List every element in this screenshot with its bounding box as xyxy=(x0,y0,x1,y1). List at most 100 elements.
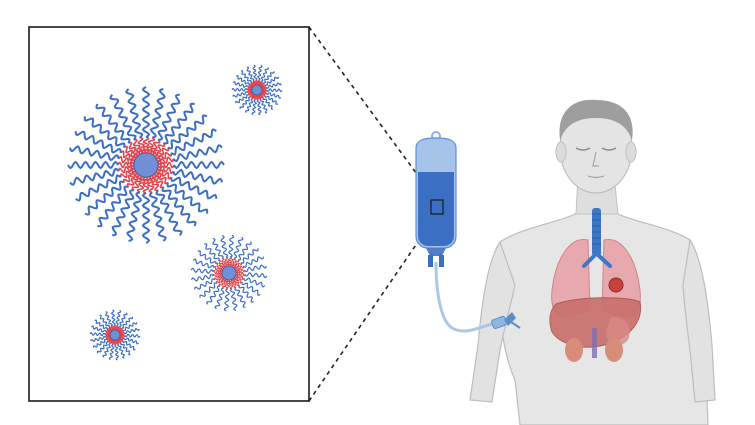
hydrophobic-chain xyxy=(104,334,111,339)
hydrophilic-chain xyxy=(99,314,110,328)
hydrophobic-chain xyxy=(228,279,234,290)
hydrophobic-chain xyxy=(224,256,230,267)
hydrophilic-chain xyxy=(264,95,279,105)
patient-figure xyxy=(469,99,716,425)
hydrophobic-chain xyxy=(250,81,255,87)
hydrophilic-chain xyxy=(97,341,109,354)
hydrophobic-chain xyxy=(110,325,115,331)
drug-core xyxy=(221,265,237,281)
hydrophilic-chain xyxy=(266,88,283,93)
hydrophilic-chain xyxy=(90,325,107,333)
hydrophobic-chain xyxy=(145,176,155,194)
hydrophilic-chain xyxy=(199,282,218,298)
hydrophilic-chain xyxy=(170,176,218,200)
iv-bag-label-window xyxy=(430,199,444,215)
hydrophobic-chain xyxy=(154,172,169,185)
hydrophobic-chain xyxy=(108,326,113,332)
hydrophilic-chain xyxy=(234,287,246,308)
hydrophobic-chain xyxy=(234,265,245,272)
hydrophilic-chain xyxy=(109,94,137,141)
hydrophobic-chain xyxy=(235,271,246,277)
hydrophobic-chain xyxy=(230,278,237,289)
hydrophilic-chain xyxy=(204,243,220,262)
hydrophobic-chain xyxy=(249,92,254,98)
patient-eyes xyxy=(575,147,617,151)
hydrophilic-chain xyxy=(190,267,214,274)
hydrophobic-chain xyxy=(106,328,112,333)
hydrophobic-chain xyxy=(157,156,175,166)
drug-core xyxy=(133,152,159,178)
hydrophilic-chain xyxy=(173,160,225,170)
hydrophilic-chain xyxy=(206,285,221,305)
iv-bag-port-right xyxy=(439,255,444,267)
hydrophobic-chain xyxy=(247,85,253,90)
hydrophilic-chain xyxy=(194,278,215,290)
hydrophilic-chain xyxy=(111,309,116,326)
hydrophobic-chain xyxy=(120,150,136,161)
hydrophobic-chain xyxy=(105,336,112,341)
hydrophobic-chain xyxy=(259,93,264,99)
hydrophilic-chain xyxy=(84,180,125,216)
iv-bag-port-left xyxy=(428,255,433,267)
hydrophilic-chain xyxy=(97,185,129,228)
kidney-right xyxy=(605,338,623,362)
drug-core xyxy=(251,84,263,96)
hydrophobic-chain xyxy=(132,138,144,155)
hydrophilic-chain xyxy=(92,338,107,348)
hydrophobic-chain xyxy=(119,167,136,179)
hydrophobic-chain xyxy=(232,259,240,269)
hydrophilic-chain xyxy=(237,241,252,261)
patient-nose xyxy=(592,151,599,167)
hydrophilic-chain xyxy=(256,99,262,116)
hydrophobic-chain xyxy=(215,276,224,284)
hydrophilic-chain xyxy=(265,76,279,86)
hydrophobic-chain xyxy=(117,164,135,174)
hydrophobic-chain xyxy=(109,338,114,345)
hydrophobic-chain xyxy=(156,169,172,180)
hydrophilic-chain xyxy=(108,344,115,361)
hydrophobic-chain xyxy=(114,324,119,331)
hydrophobic-chain xyxy=(157,161,175,169)
hydrophilic-chain xyxy=(170,128,217,156)
hydrophilic-chain xyxy=(172,144,223,163)
hydrophobic-chain xyxy=(232,278,240,287)
hydrophobic-chain xyxy=(261,88,268,92)
hydrophilic-chain xyxy=(89,332,106,337)
hydrophobic-chain xyxy=(118,155,136,165)
hydrophilic-chain xyxy=(172,168,223,185)
hydrophilic-chain xyxy=(212,238,224,259)
hydrophilic-chain xyxy=(148,191,167,242)
hydrophobic-chain xyxy=(235,274,245,280)
hydrophobic-chain xyxy=(150,139,161,155)
iv-bag-fluid xyxy=(418,172,454,246)
micelle-small-top-right xyxy=(231,64,283,116)
hydrophilic-chain xyxy=(141,192,151,244)
hydrophilic-chain xyxy=(126,191,143,242)
hydrophilic-chain xyxy=(155,189,183,236)
drug-core xyxy=(109,329,121,341)
internal-organs xyxy=(549,208,642,362)
trachea-rings xyxy=(592,213,601,245)
patient-hair xyxy=(559,99,633,140)
hydrophobic-chain xyxy=(261,90,267,95)
hydrophobic-chain xyxy=(225,279,231,290)
hydrophobic-chain xyxy=(119,331,126,336)
hydrophobic-chain xyxy=(131,175,142,191)
patient-ear-left xyxy=(555,141,567,163)
patient-ear-right xyxy=(625,141,637,163)
hydrophobic-chain xyxy=(234,262,243,270)
hydrophobic-chain xyxy=(222,279,228,289)
hydrophobic-chain xyxy=(115,339,120,345)
hydrophobic-chain xyxy=(119,333,126,338)
hydrophobic-chain xyxy=(105,330,111,335)
hydrophobic-chain xyxy=(246,88,253,92)
hydrophilic-chain xyxy=(239,96,251,109)
hydrophilic-chain xyxy=(220,235,229,258)
hydrophobic-chain xyxy=(258,80,263,87)
hydrophilic-chain xyxy=(141,86,151,138)
hydrophobic-chain xyxy=(142,136,150,154)
hydrophobic-chain xyxy=(218,277,226,287)
hydrophobic-chain xyxy=(253,94,258,101)
hydrophilic-chain xyxy=(266,82,282,89)
